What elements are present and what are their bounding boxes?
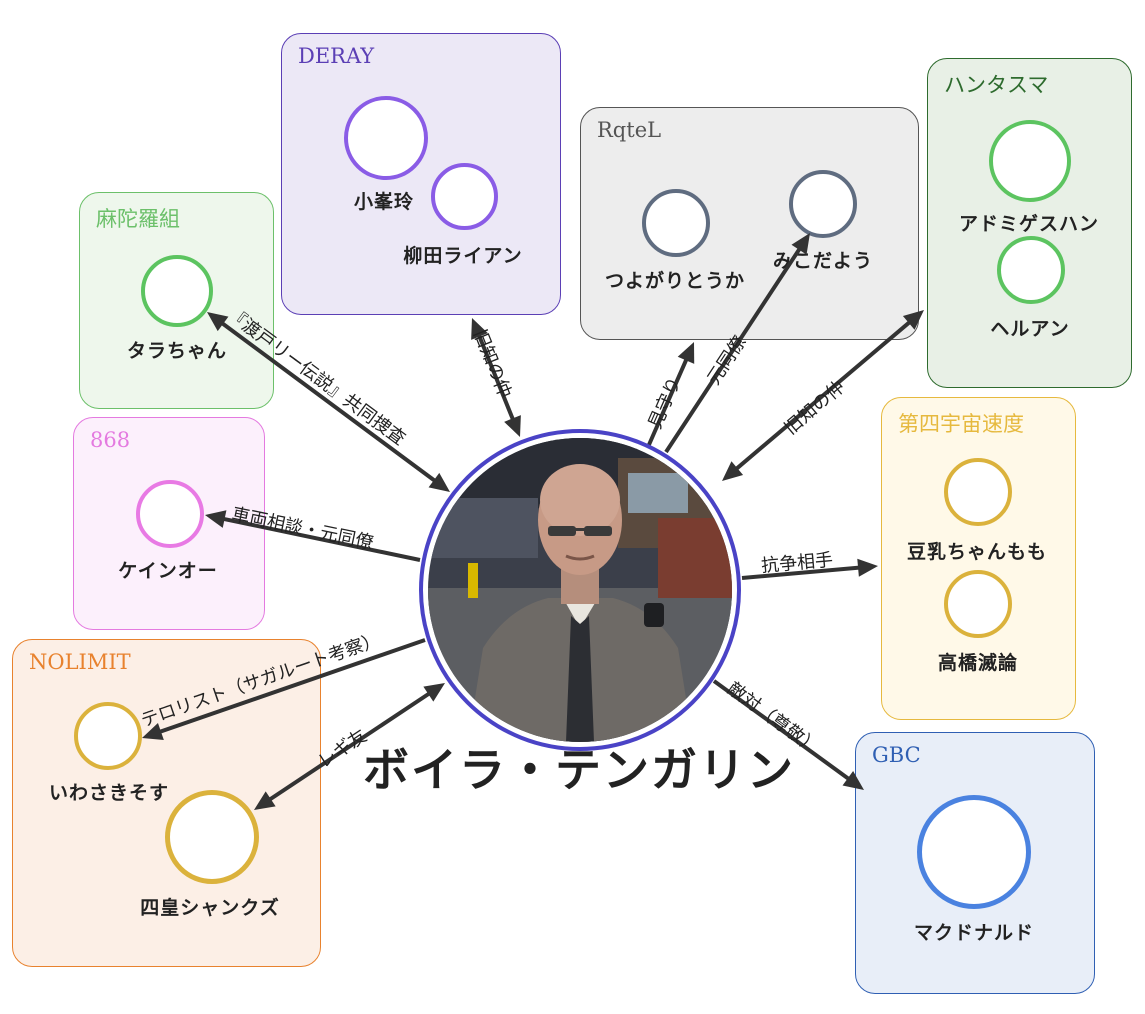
node-circle-komine bbox=[344, 96, 428, 180]
group-title-868: 868 bbox=[90, 428, 131, 452]
node-label-tara: タラちゃん bbox=[126, 340, 228, 362]
group-title-deray: DERAY bbox=[298, 44, 375, 68]
group-title-daishi: 第四宇宙速度 bbox=[898, 412, 1024, 436]
group-rqtel: RqteL bbox=[580, 107, 919, 340]
relation-edge-line bbox=[220, 516, 421, 562]
node-circle-admiges bbox=[989, 120, 1071, 202]
node-label-miko: みこだよう bbox=[772, 250, 874, 272]
relation-edge-line bbox=[646, 355, 690, 448]
relation-arrow-head bbox=[857, 558, 878, 577]
relation-arrow-head bbox=[504, 415, 521, 437]
node-circle-yanagida bbox=[431, 163, 498, 230]
relation-arrow-head bbox=[791, 233, 810, 255]
node-circle-tonyu bbox=[944, 458, 1012, 526]
node-label-admiges: アドミゲスハン bbox=[958, 213, 1100, 235]
node-circle-tara bbox=[141, 255, 213, 327]
node-circle-heruan bbox=[997, 236, 1065, 304]
relation-edge-line bbox=[476, 332, 516, 423]
group-huntasma: ハンタスマ bbox=[927, 58, 1132, 388]
node-label-iwasaki: いわさきそす bbox=[48, 782, 170, 804]
node-circle-shanks bbox=[165, 790, 259, 884]
center-portrait bbox=[428, 438, 732, 742]
node-label-kein: ケインオー bbox=[118, 560, 218, 582]
center-name: ボイラ・テンガリン bbox=[363, 743, 795, 797]
node-circle-miko bbox=[789, 170, 857, 238]
group-title-gbc: GBC bbox=[872, 743, 921, 767]
node-circle-kein bbox=[136, 480, 204, 548]
relation-edge-line bbox=[732, 318, 914, 473]
node-label-tsuyogari: つよがりとうか bbox=[604, 270, 746, 292]
relation-edge-line bbox=[266, 690, 433, 803]
group-title-huntasma: ハンタスマ bbox=[944, 73, 1049, 97]
node-circle-takahashi bbox=[944, 570, 1012, 638]
relation-edge-line bbox=[712, 679, 853, 783]
group-title-mandara: 麻陀羅組 bbox=[96, 207, 180, 231]
relation-arrow-head bbox=[254, 791, 276, 810]
relation-edge-line bbox=[218, 319, 439, 485]
relation-arrow-head bbox=[205, 510, 227, 528]
node-label-mcdonald: マクドナルド bbox=[913, 922, 1035, 944]
relation-arrow-head bbox=[677, 342, 695, 364]
node-label-shanks: 四皇シャンクズ bbox=[140, 897, 280, 919]
relation-arrow-head bbox=[207, 312, 229, 332]
relation-arrow-head bbox=[902, 310, 924, 330]
relation-arrow-head bbox=[423, 683, 445, 702]
relation-arrow-head bbox=[722, 461, 744, 481]
node-label-yanagida: 柳田ライアン bbox=[403, 245, 523, 267]
node-label-takahashi: 高橋滅論 bbox=[937, 652, 1019, 674]
relation-edge-line bbox=[664, 245, 803, 454]
group-deray: DERAY bbox=[281, 33, 561, 315]
relation-arrow-head bbox=[428, 472, 450, 492]
relation-arrow-head bbox=[842, 770, 864, 790]
group-daishi: 第四宇宙速度 bbox=[881, 397, 1076, 720]
node-label-heruan: ヘルアン bbox=[990, 318, 1070, 340]
group-title-rqtel: RqteL bbox=[597, 118, 662, 142]
node-circle-mcdonald bbox=[917, 795, 1031, 909]
relation-edge-line bbox=[741, 565, 863, 580]
group-title-nolimit: NOLIMIT bbox=[29, 650, 131, 674]
node-label-tonyu: 豆乳ちゃんもも bbox=[906, 541, 1048, 563]
node-circle-tsuyogari bbox=[642, 189, 710, 257]
relation-edge-line bbox=[156, 638, 426, 735]
relation-arrow-head bbox=[142, 722, 164, 740]
node-label-komine: 小峯玲 bbox=[353, 191, 415, 213]
relation-arrow-head bbox=[471, 318, 488, 340]
node-circle-iwasaki bbox=[74, 702, 142, 770]
